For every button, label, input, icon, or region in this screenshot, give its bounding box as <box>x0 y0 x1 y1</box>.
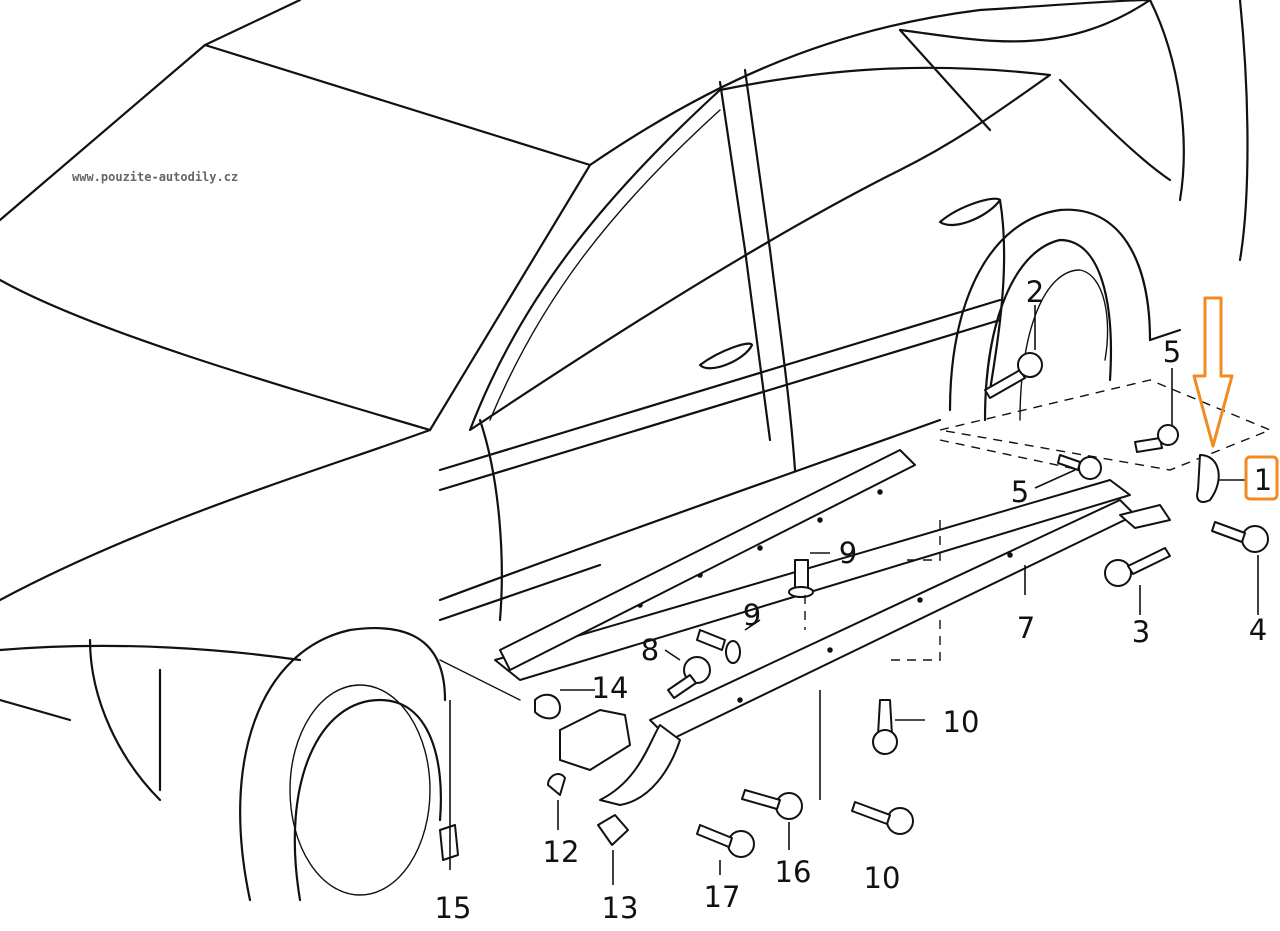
callout-7: 7 <box>1017 611 1035 645</box>
callout-14: 14 <box>592 671 629 705</box>
callout-13: 13 <box>602 891 639 925</box>
callout-4: 4 <box>1249 613 1267 647</box>
callout-3: 3 <box>1132 615 1150 649</box>
callout-10-lower: 10 <box>864 861 901 895</box>
callout-2: 2 <box>1026 275 1044 309</box>
watermark-text: www.pouzite-autodily.cz <box>72 170 238 184</box>
highlight-box <box>1244 455 1279 501</box>
sill-trim-assembly <box>439 379 1272 861</box>
callout-1: 1 <box>1254 463 1272 497</box>
callout-10-upper: 10 <box>943 705 980 739</box>
callout-8: 8 <box>641 633 659 667</box>
callout-5-upper: 5 <box>1163 335 1181 369</box>
callout-labels: 2 5 5 1 3 4 7 9 9 8 14 10 10 12 13 15 16… <box>435 275 1273 925</box>
car-outline <box>0 0 1249 902</box>
callout-9-upper: 9 <box>839 536 857 570</box>
callout-5-lower: 5 <box>1011 475 1029 509</box>
callout-15: 15 <box>435 891 472 925</box>
callout-17: 17 <box>704 880 741 914</box>
down-arrow-icon <box>1192 296 1234 448</box>
fasteners <box>667 352 1269 858</box>
highlight-marker <box>1192 296 1279 501</box>
callout-12: 12 <box>543 835 580 869</box>
leader-lines <box>449 305 1259 885</box>
callout-9-lower: 9 <box>743 598 761 632</box>
callout-16: 16 <box>775 855 812 889</box>
